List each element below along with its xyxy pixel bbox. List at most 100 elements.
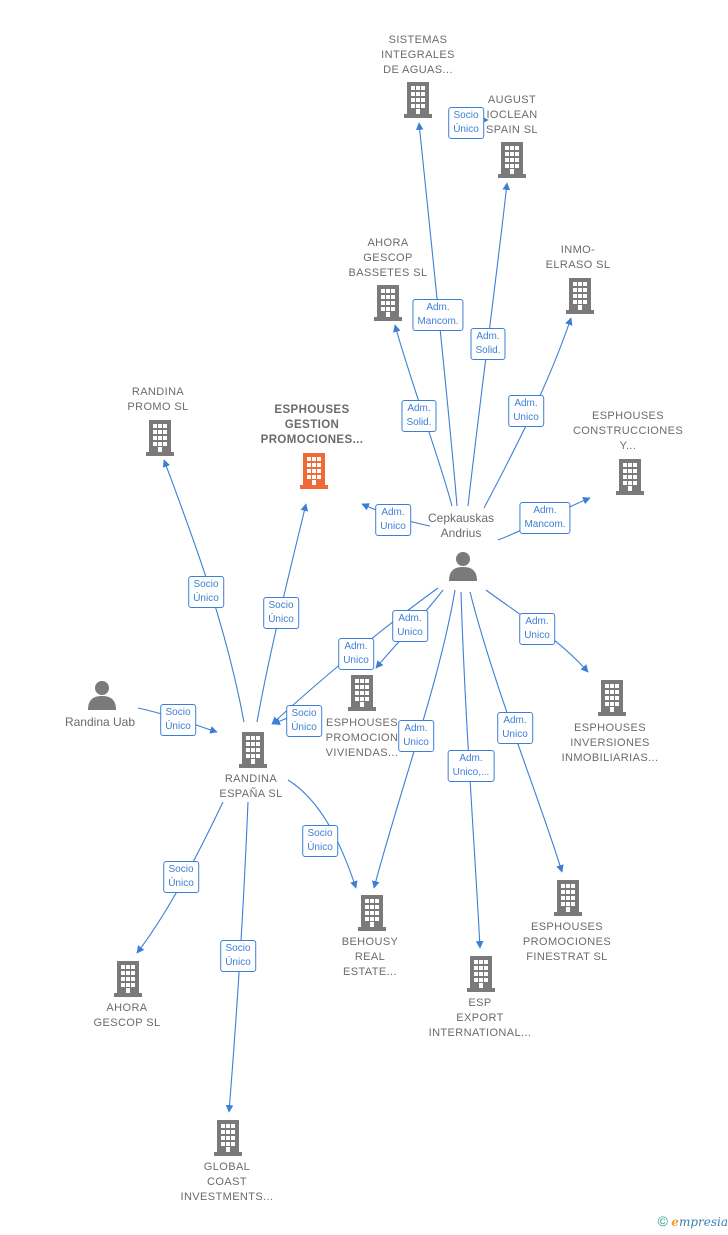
edge-label-cepkauskas-to-inmo[interactable]: Adm.Unico (508, 395, 544, 427)
edge-label-line: Único (453, 124, 479, 135)
edge-label-line: Adm. (407, 403, 431, 414)
node-label-line: RANDINA (224, 773, 278, 785)
edge-label-line: Único (168, 878, 194, 889)
edge-label-line: Adm. (514, 398, 538, 409)
node-label-line: ESPHOUSES (274, 404, 350, 416)
node-label-line: AHORA (106, 1002, 148, 1014)
building-icon-esphouses_construcciones[interactable] (616, 459, 644, 495)
edge-label-line: Socio (453, 110, 479, 121)
node-label-line: PROMOCION (325, 732, 399, 744)
empresia-logo[interactable]: empresia (671, 1215, 728, 1229)
edge-label-cepkauskas-to-esphouses_inversiones[interactable]: Adm.Unico (519, 613, 555, 645)
node-label-line: ESP (468, 997, 492, 1009)
building-icon-esphouses_inversiones[interactable] (598, 680, 626, 716)
node-label-line: INVERSIONES (570, 737, 650, 749)
building-icon-randina_promo[interactable] (146, 420, 174, 456)
building-icon-randina_espana[interactable] (239, 732, 267, 768)
edge-label-line: Solid. (406, 417, 432, 428)
node-label-randina_promo[interactable]: RANDINA PROMO SL (127, 385, 188, 415)
edge-label-line: Unico (380, 521, 406, 532)
building-icon-sistemas[interactable] (404, 82, 432, 118)
node-label-line: ESTATE... (343, 966, 397, 978)
edge-label-line: Socio (268, 600, 294, 611)
building-icon-ahora_bassetes[interactable] (374, 285, 402, 321)
edge-label-line: Unico (397, 627, 423, 638)
edge-label-cepkauskas-to-ahora_bassetes[interactable]: Adm. Solid. (401, 400, 437, 432)
node-label-line: SISTEMAS (388, 34, 448, 46)
edge-label-line: Adm. (404, 723, 428, 734)
building-icon-ahora_gescop[interactable] (114, 961, 142, 997)
edge-label-line: Unico,... (452, 767, 490, 778)
building-icon-inmo[interactable] (566, 278, 594, 314)
node-label-line: Andrius (440, 526, 482, 540)
node-label-line: DE AGUAS... (383, 64, 453, 76)
person-icon-randina_uab[interactable] (88, 681, 116, 710)
edge-label-line: Adm. (459, 753, 483, 764)
node-label-line: EXPORT (456, 1012, 504, 1024)
building-icon-august[interactable] (498, 142, 526, 178)
edge-label-cepkauskas-to-esphouses_gestion[interactable]: Adm. Unico (375, 504, 411, 536)
node-label-line: INMOBILIARIAS... (561, 752, 659, 764)
edge-label-line: Socio (291, 708, 317, 719)
edge-label-line: Único (291, 722, 317, 733)
edge-label-cepkauskas-to-esphouses_viviendas[interactable]: Adm.Unico (392, 610, 428, 642)
building-icon-esphouses_viviendas[interactable] (348, 675, 376, 711)
edge-label-cepkauskas-to-esphouses_construcciones[interactable]: Adm.Mancom. (519, 502, 571, 534)
node-label-line: ESPHOUSES (591, 410, 665, 422)
node-label-line: PROMOCIONES (522, 936, 612, 948)
edge-label-line: Adm. (381, 507, 405, 518)
node-label-line: Cepkauskas (427, 511, 495, 525)
edge-label-cepkauskas-to-behousy[interactable]: Adm.Unico (398, 720, 434, 752)
node-label-line: COAST (207, 1176, 247, 1188)
node-label-inmo[interactable]: INMO-ELRASO SL (546, 243, 611, 273)
node-label-line: SPAIN SL (486, 124, 538, 136)
edge-label-line: Unico (502, 729, 528, 740)
edge-label-line: Único (225, 957, 251, 968)
edge-label-cepkauskas-to-sistemas[interactable]: Adm.Mancom. (412, 299, 464, 331)
edge-label-cepkauskas-to-august[interactable]: Adm.Solid. (470, 328, 506, 360)
building-icon-esphouses_finestrat[interactable] (554, 880, 582, 916)
edge-label-cepkauskas-to-randina_espana[interactable]: Adm.Unico (338, 638, 374, 670)
node-label-line: CONSTRUCCIONES (572, 425, 684, 437)
copyright: © empresia (658, 1213, 728, 1229)
node-label-line: RANDINA (131, 386, 185, 398)
node-label-line: PROMO SL (127, 401, 189, 413)
node-label-line: Randina Uab (64, 715, 136, 729)
edge-label-line: Adm. (344, 641, 368, 652)
edge-label-cepkauskas-to-esp_export[interactable]: Adm. Unico,... (447, 750, 495, 782)
building-icon-global_coast[interactable] (214, 1120, 242, 1156)
building-icon-esphouses_gestion[interactable] (300, 453, 328, 489)
person-icon-cepkauskas[interactable] (449, 552, 477, 581)
node-label-line: ESPHOUSES (530, 921, 604, 933)
building-icon-esp_export[interactable] (467, 956, 495, 992)
edge-label-cepkauskas-to-esphouses_finestrat[interactable]: Adm.Unico (497, 712, 533, 744)
node-label-randina_uab[interactable]: Randina Uab (65, 715, 135, 730)
edge-label-line: Solid. (475, 345, 501, 356)
node-label-line: IOCLEAN (486, 109, 538, 121)
node-label-line: BASSETES SL (348, 267, 428, 279)
building-icon-behousy[interactable] (358, 895, 386, 931)
